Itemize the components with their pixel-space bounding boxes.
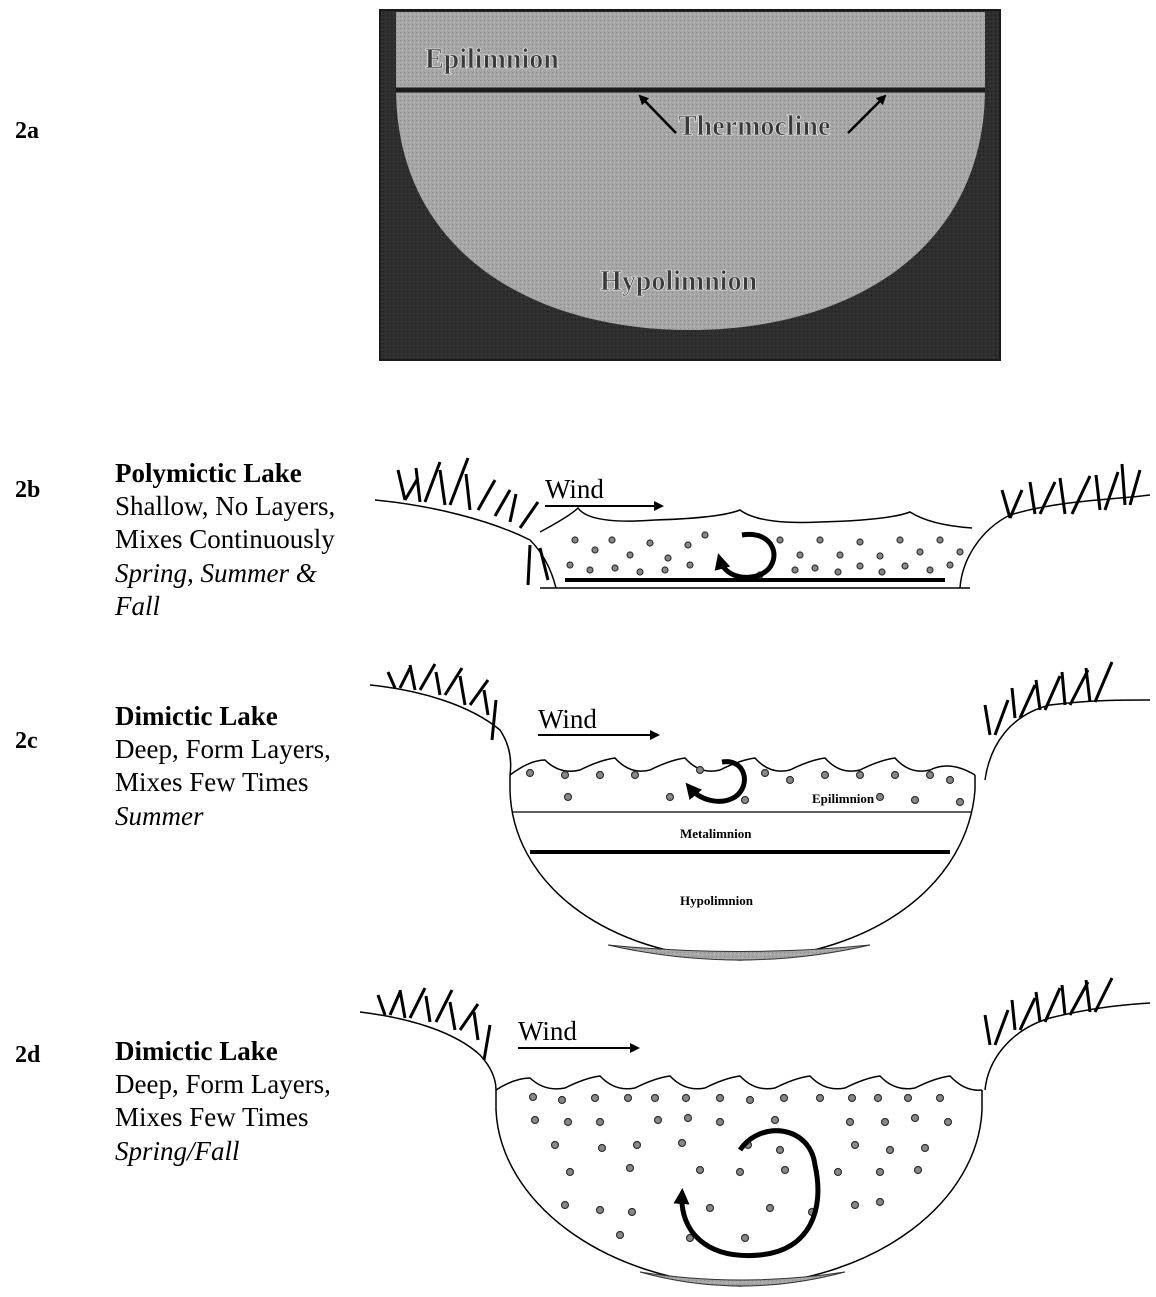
panel-2c-desc-line2: Mixes Few Times bbox=[115, 767, 309, 797]
panel-2b: 2b Polymictic Lake Shallow, No Layers, M… bbox=[15, 458, 1150, 621]
epilimnion-label-2c: Epilimnion bbox=[812, 791, 875, 806]
panel-2b-season-line1: Spring, Summer & bbox=[115, 558, 317, 588]
panel-2d-title: Dimictic Lake bbox=[115, 1036, 278, 1066]
panel-2a-label: 2a bbox=[15, 118, 39, 144]
grass-right-2c bbox=[985, 662, 1112, 735]
thermocline-label: Thermocline bbox=[678, 111, 830, 142]
panel-2c-title: Dimictic Lake bbox=[115, 701, 278, 731]
panel-2b-desc-line1: Shallow, No Layers, bbox=[115, 491, 335, 521]
hypolimnion-label-2c: Hypolimnion bbox=[680, 893, 754, 908]
panel-2b-desc-line2: Mixes Continuously bbox=[115, 524, 335, 554]
panel-2d-wind-label: Wind bbox=[518, 1016, 577, 1046]
epilimnion-label: Epilimnion bbox=[425, 44, 559, 75]
water-surface-waves bbox=[540, 508, 972, 532]
panel-2d-desc-line2: Mixes Few Times bbox=[115, 1102, 309, 1132]
panel-2d-label: 2d bbox=[15, 1042, 41, 1068]
panel-2d-season: Spring/Fall bbox=[115, 1136, 240, 1166]
right-shore-2c bbox=[985, 700, 1150, 780]
right-shore-2d bbox=[985, 1003, 1150, 1090]
right-shore bbox=[960, 495, 1150, 588]
panel-2b-wind-label: Wind bbox=[545, 474, 604, 504]
grass-left-2b bbox=[398, 458, 548, 585]
panel-2b-season-line2: Fall bbox=[114, 591, 160, 621]
grass-left-2c bbox=[388, 664, 496, 740]
metalimnion-label-2c: Metalimnion bbox=[680, 826, 752, 841]
panel-2c-label: 2c bbox=[15, 728, 38, 754]
panel-2b-label: 2b bbox=[15, 477, 40, 503]
panel-2c-season: Summer bbox=[115, 801, 204, 831]
mixing-circulation-arrow bbox=[720, 534, 774, 577]
hypolimnion-label: Hypolimnion bbox=[600, 266, 758, 297]
panel-2b-title: Polymictic Lake bbox=[115, 458, 302, 488]
panel-2c: 2c Dimictic Lake Deep, Form Layers, Mixe… bbox=[15, 662, 1150, 960]
panel-2a: 2a Epilimnion Thermocline Hypolimnion bbox=[15, 10, 1000, 360]
panel-2d-desc-line1: Deep, Form Layers, bbox=[115, 1069, 331, 1099]
grass-right-2b bbox=[1002, 464, 1140, 518]
water-surface-waves-2d bbox=[496, 1076, 982, 1090]
left-shore-2c bbox=[370, 685, 511, 775]
grass-right-2d bbox=[985, 978, 1112, 1045]
panel-2d: 2d Dimictic Lake Deep, Form Layers, Mixe… bbox=[15, 978, 1150, 1286]
panel-2c-desc-line1: Deep, Form Layers, bbox=[115, 734, 331, 764]
panel-2c-wind-label: Wind bbox=[538, 704, 597, 734]
